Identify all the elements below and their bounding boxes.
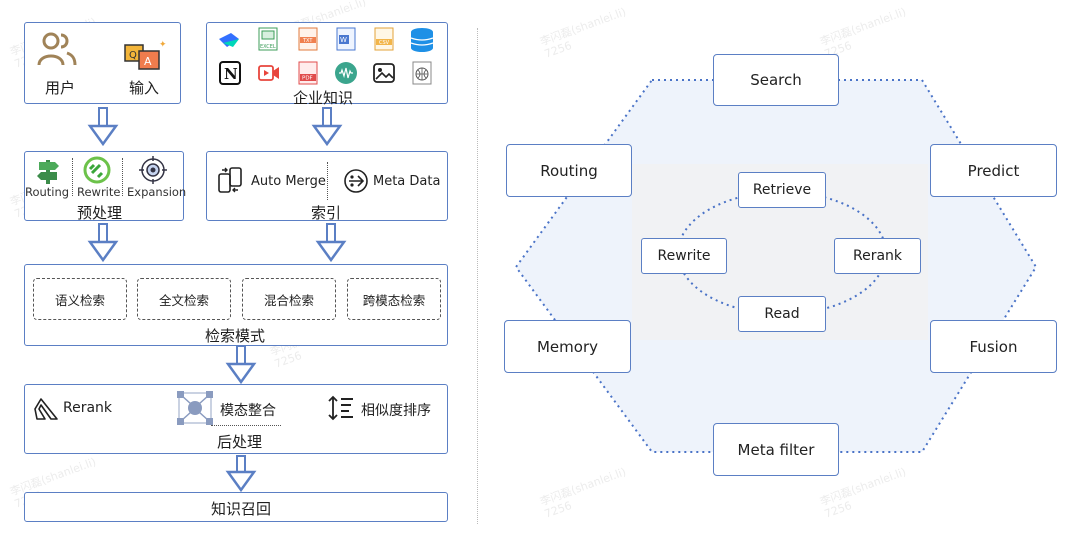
sort-icon (328, 395, 353, 421)
postprocess-item-rerank: Rerank (63, 400, 113, 416)
arrow-down (315, 223, 347, 263)
svg-text:EXCEL: EXCEL (260, 44, 276, 50)
user-input-box: 用户 Q A ✦ 输入 (24, 22, 181, 104)
preprocess-title: 预处理 (77, 204, 123, 222)
pdf-icon: PDF (298, 61, 318, 85)
svg-text:TXT: TXT (302, 38, 313, 44)
retrieval-mode-hybrid: 混合检索 (242, 278, 336, 320)
notion-icon: N (219, 61, 241, 85)
node-search: Search (713, 54, 839, 106)
svg-text:A: A (144, 55, 152, 68)
input-label: 输入 (129, 79, 160, 97)
user-label: 用户 (45, 79, 76, 97)
modal-merge-icon (177, 391, 213, 425)
csv-icon: CSV (374, 27, 394, 51)
enterprise-knowledge-box: EXCEL TXT W CSV N PDF 企业知识 (206, 22, 448, 107)
node-memory: Memory (504, 320, 631, 373)
node-rerank: Rerank (834, 238, 921, 274)
retrieval-mode-semantic: 语义检索 (33, 278, 127, 320)
svg-text:CSV: CSV (379, 40, 390, 46)
preprocess-box: Routing Rewrite Expansion 预处理 (24, 151, 187, 222)
panel-divider (477, 28, 478, 524)
index-title: 索引 (311, 204, 342, 222)
svg-text:N: N (224, 65, 238, 83)
rerank-icon (34, 398, 58, 420)
target-expand-icon (139, 156, 167, 184)
node-fusion: Fusion (930, 320, 1057, 373)
audio-icon (335, 62, 357, 84)
node-routing: Routing (506, 144, 632, 197)
node-retrieve: Retrieve (738, 172, 826, 208)
preprocess-item-routing: Routing (25, 185, 70, 199)
meta-data-icon (344, 169, 368, 193)
index-item-auto-merge: Auto Merge (251, 174, 326, 189)
postprocess-box: Rerank 模态整合 相似度排序 后处理 (24, 384, 448, 454)
svg-text:Q: Q (129, 50, 137, 61)
word-icon: W (336, 27, 356, 51)
retrieval-mode-fulltext: 全文检索 (137, 278, 231, 320)
knowledge-recall-box: 知识召回 (24, 492, 448, 522)
svg-text:PDF: PDF (302, 76, 313, 82)
video-icon (258, 65, 279, 81)
arrow-down (87, 107, 119, 147)
index-box: Auto Merge Meta Data 索引 (206, 151, 448, 222)
enterprise-knowledge-label: 企业知识 (293, 89, 354, 107)
index-item-meta-data: Meta Data (373, 174, 441, 189)
database-icon (410, 28, 434, 52)
retrieval-mode-crossmodal: 跨模态检索 (347, 278, 441, 320)
arrow-down (225, 455, 257, 493)
node-read: Read (738, 296, 826, 332)
signpost-icon (37, 160, 59, 184)
web-icon (412, 61, 432, 85)
postprocess-title: 后处理 (217, 433, 263, 451)
postprocess-item-similarity-sort: 相似度排序 (361, 403, 431, 419)
lark-icon (219, 33, 239, 47)
node-rewrite: Rewrite (641, 238, 727, 274)
knowledge-recall-label: 知识召回 (211, 500, 272, 518)
arrow-down (225, 345, 257, 385)
translate-chat-icon: Q A ✦ (124, 40, 167, 70)
image-icon (373, 63, 395, 83)
arrow-down (311, 107, 343, 147)
svg-text:W: W (340, 36, 347, 44)
txt-icon: TXT (298, 27, 318, 51)
retrieval-mode-box: 语义检索 全文检索 混合检索 跨模态检索 检索模式 (24, 264, 448, 346)
preprocess-item-rewrite: Rewrite (77, 185, 121, 199)
postprocess-item-modal-merge: 模态整合 (220, 403, 276, 419)
excel-icon: EXCEL (258, 27, 278, 51)
svg-text:✦: ✦ (159, 40, 167, 50)
node-meta-filter: Meta filter (713, 423, 839, 476)
preprocess-item-expansion: Expansion (127, 185, 187, 199)
merge-icon (218, 167, 242, 193)
arrow-down (87, 223, 119, 263)
user-icon (37, 32, 77, 66)
node-predict: Predict (930, 144, 1057, 197)
link-refresh-icon (83, 156, 111, 184)
retrieval-mode-title: 检索模式 (205, 327, 266, 345)
